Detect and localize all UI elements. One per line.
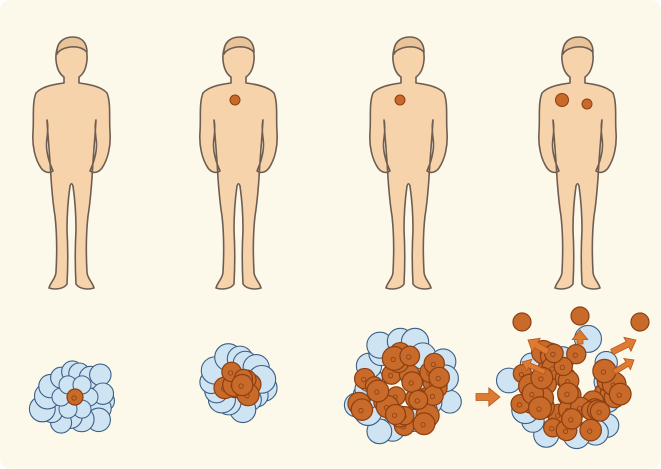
tumor-cell (529, 397, 552, 420)
healthy-cell (90, 364, 111, 385)
tumor-cell (402, 372, 422, 392)
tumor-cell (590, 402, 609, 421)
escaping-tumor-cell (571, 307, 589, 325)
tumor-spot (556, 94, 569, 107)
tumor-cell (593, 359, 616, 382)
tumor-cell (386, 405, 406, 425)
tumor-spot (395, 95, 405, 105)
tumor-cell (409, 390, 428, 409)
tumor-cell (67, 389, 83, 405)
tumor-cell (562, 409, 582, 429)
tumor-spot (582, 99, 592, 109)
tumor-cell (609, 383, 631, 405)
tumor-spot (230, 95, 240, 105)
tumor-cell (413, 413, 435, 435)
tumor-cell (232, 374, 253, 395)
tumor-cell (400, 346, 420, 366)
tumor-cell (367, 380, 389, 402)
tumor-cell (429, 367, 449, 387)
tumor-cell (558, 383, 579, 404)
tumor-cell (351, 399, 372, 420)
tumor-cell (580, 419, 601, 440)
escaping-tumor-cell (513, 313, 531, 331)
escaping-tumor-cell (631, 313, 649, 331)
